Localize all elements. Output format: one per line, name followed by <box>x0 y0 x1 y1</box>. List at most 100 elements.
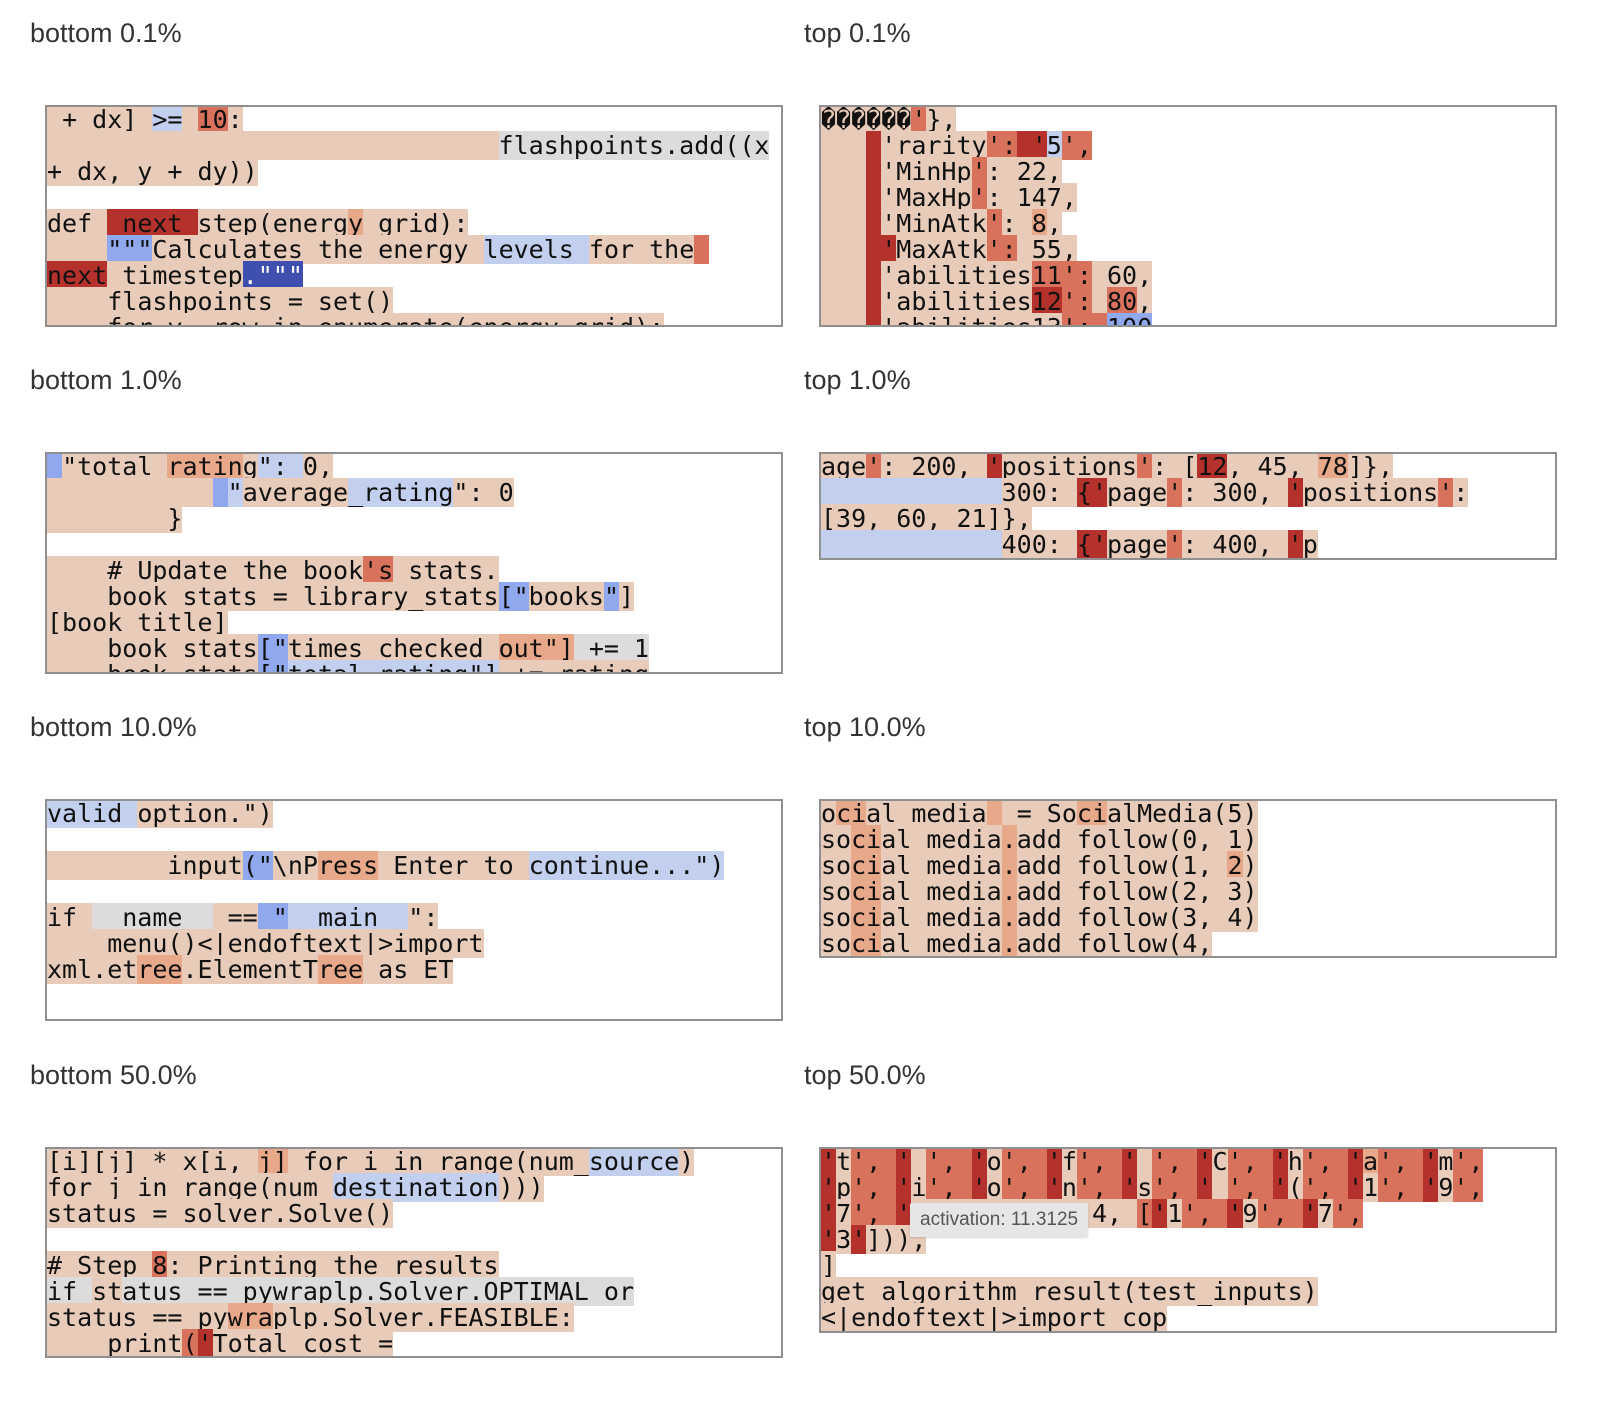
token[interactable]: : 200, <box>881 452 987 481</box>
token[interactable] <box>911 1149 927 1176</box>
token[interactable]: 11 <box>1031 261 1062 290</box>
token[interactable]: times checked <box>287 634 499 663</box>
token[interactable]: al media <box>881 903 1002 932</box>
token[interactable]: if <box>47 903 93 932</box>
token[interactable]: ' <box>1167 478 1183 507</box>
token[interactable]: ', <box>1378 1173 1424 1202</box>
token[interactable] <box>821 183 867 212</box>
token[interactable]: [book_title] <box>47 608 228 637</box>
token[interactable]: ', <box>1001 1147 1047 1176</box>
token[interactable]: ', <box>1453 1173 1484 1202</box>
token[interactable]: " <box>257 903 288 932</box>
token[interactable]: 'abilities <box>881 261 1032 290</box>
token[interactable]: += 1 <box>573 634 650 663</box>
token[interactable]: wra <box>227 1303 273 1332</box>
token[interactable]: : 147, <box>986 183 1077 212</box>
token[interactable]: ', <box>1061 131 1092 160</box>
token[interactable]: ' <box>1197 1147 1213 1176</box>
token[interactable]: flashpoints = set() <box>107 287 394 316</box>
token[interactable]: ep <box>107 1251 153 1280</box>
token[interactable]: get algorithm_ <box>821 1277 1032 1306</box>
token[interactable]: ))) <box>498 1173 544 1202</box>
token[interactable]: i <box>911 1173 927 1202</box>
token[interactable]: al media <box>881 877 1002 906</box>
token[interactable]: __name__ <box>92 903 213 932</box>
token[interactable]: ' <box>986 452 1002 481</box>
token[interactable]: + dx, y + dy)) <box>47 157 258 186</box>
token[interactable]: ': <box>1061 261 1092 290</box>
token[interactable]: st <box>92 1277 123 1306</box>
token[interactable] <box>1212 1173 1228 1202</box>
token[interactable]: 1 <box>1363 1173 1379 1202</box>
token[interactable]: ' <box>1091 530 1108 559</box>
token[interactable]: ci <box>851 877 882 906</box>
token[interactable] <box>866 209 882 238</box>
token[interactable]: ...") <box>649 851 725 880</box>
token[interactable]: " <box>227 478 243 507</box>
token[interactable]: ', <box>1302 1147 1348 1176</box>
token[interactable]: <|endoftext|>import cop <box>821 1303 1168 1332</box>
token[interactable]: average <box>242 478 349 507</box>
token[interactable]: . <box>1001 877 1017 906</box>
token[interactable]: books <box>528 582 604 611</box>
token[interactable]: m <box>1438 1147 1454 1176</box>
token[interactable]: 'abilities13 <box>881 313 1062 325</box>
token[interactable]: stats. <box>393 556 499 585</box>
token-box[interactable]: ocial media_ = SocialMedia(5) social med… <box>819 799 1557 958</box>
token[interactable]: : <box>227 105 243 134</box>
token[interactable]: ', <box>1302 1173 1348 1202</box>
token[interactable]: ' <box>866 235 897 264</box>
token[interactable] <box>821 313 867 325</box>
token[interactable]: levels <box>483 235 589 264</box>
token[interactable]: ' <box>971 157 987 186</box>
token[interactable] <box>47 478 213 507</box>
token[interactable]: ' <box>1287 478 1303 507</box>
token[interactable]: == <box>212 903 258 932</box>
token[interactable]: "total <box>62 452 168 481</box>
token[interactable]: ', <box>1227 1173 1273 1202</box>
token[interactable]: 12 <box>1031 287 1062 316</box>
token[interactable]: ' <box>821 1225 837 1254</box>
token[interactable]: y <box>348 209 364 238</box>
token[interactable]: so <box>821 877 852 906</box>
token[interactable]: h <box>1287 1147 1303 1176</box>
token[interactable]: 9 <box>1242 1199 1258 1228</box>
token[interactable] <box>866 287 882 316</box>
token[interactable] <box>821 235 867 264</box>
token[interactable]: ' <box>971 183 987 212</box>
token[interactable]: . <box>1001 825 1017 854</box>
token[interactable]: valid <box>47 799 138 828</box>
token[interactable]: g <box>242 452 258 481</box>
token[interactable]: destination <box>332 1173 499 1202</box>
token[interactable]: ' <box>1438 478 1454 507</box>
token[interactable] <box>821 261 867 290</box>
token[interactable]: ree <box>317 955 364 984</box>
token[interactable]: : 22, <box>986 157 1062 186</box>
token[interactable]: for y, row in enumerate(energy_grid): <box>47 313 665 325</box>
token[interactable]: ', <box>1076 1173 1123 1202</box>
token[interactable]: ' <box>896 1199 912 1228</box>
token[interactable]: option.") <box>137 799 273 828</box>
token[interactable]: add <box>1016 877 1077 906</box>
token[interactable]: { <box>1076 478 1092 507</box>
token[interactable]: 60, <box>1091 261 1153 290</box>
token[interactable]: ' <box>1122 1173 1138 1202</box>
token[interactable]: book_stats <box>47 660 258 672</box>
token[interactable]: : [ <box>1152 452 1198 481</box>
token[interactable]: [ <box>1137 1199 1153 1228</box>
token-box[interactable]: valid option.") input("\nPress Enter to … <box>45 799 783 1021</box>
token[interactable]: page <box>1107 478 1168 507</box>
token[interactable]: ' <box>971 1147 987 1176</box>
token[interactable]: : Printing <box>167 1251 334 1280</box>
token[interactable]: p <box>836 1173 852 1202</box>
token[interactable]: so <box>821 851 852 880</box>
token-box[interactable]: "total rating": 0, "average_rating": 0 }… <box>45 452 783 674</box>
token[interactable]: ' <box>1423 1173 1439 1202</box>
token[interactable]: ' <box>821 1147 837 1176</box>
token[interactable]: f <box>1061 1147 1077 1176</box>
token[interactable]: : <box>1001 209 1032 238</box>
token[interactable]: add <box>1016 851 1077 880</box>
token[interactable]: for the <box>588 235 695 264</box>
token[interactable]: 7 <box>836 1199 852 1228</box>
token[interactable]: o <box>986 1147 1002 1176</box>
